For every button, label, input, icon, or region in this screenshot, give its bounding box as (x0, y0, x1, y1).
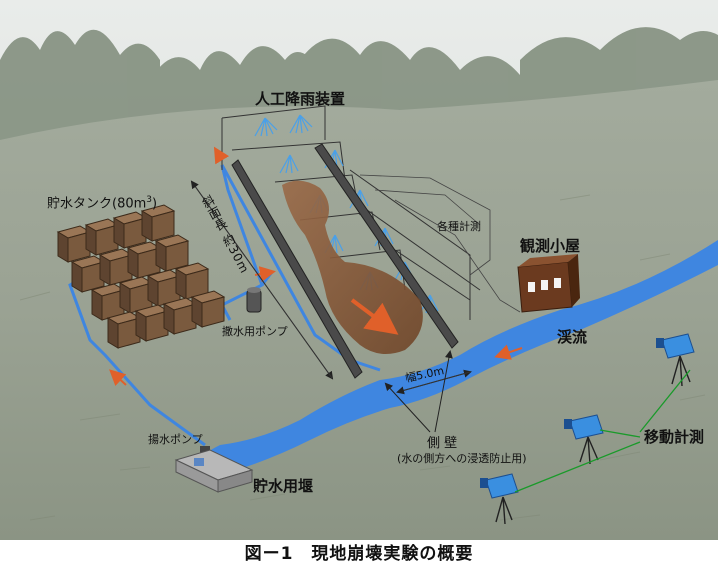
label-water-tank: 貯水タンク(80m3) (47, 195, 158, 212)
crate-face (151, 210, 175, 242)
crate-face (165, 240, 189, 272)
label-water-tank-sup: 3 (146, 195, 153, 205)
flow-arrows (109, 146, 523, 387)
camera-2 (564, 414, 604, 465)
sprinkler-pump (246, 287, 262, 313)
label-side-wall: 側 壁 (427, 436, 458, 451)
crate-face (117, 317, 141, 349)
label-intake-pump: 揚水ポンプ (148, 433, 203, 446)
water-tank-crates (56, 204, 226, 349)
observation-hut (517, 254, 580, 313)
pipe-to-slope (220, 164, 381, 372)
crate-face (67, 231, 91, 263)
label-side-wall-note: (水の側方への浸透防止用) (397, 452, 527, 465)
ground-texture (19, 194, 706, 521)
crate-face (173, 303, 197, 335)
crate-face (145, 310, 169, 342)
label-storage-weir: 貯水用堰 (253, 477, 314, 495)
label-water-tank-text: 貯水タンク(80m (47, 196, 147, 212)
side-wall-left (231, 159, 363, 379)
crate-face (81, 261, 105, 293)
label-mobile-measurement: 移動計測 (644, 428, 705, 446)
landslide-flow-arrow (350, 298, 399, 335)
side-wall-pointers (384, 350, 453, 433)
label-sensors: 各種計測 (437, 220, 481, 233)
label-water-tank-close: ) (152, 196, 158, 212)
label-rainfall-apparatus: 人工降雨装置 (255, 90, 346, 108)
storage-weir (174, 449, 254, 493)
figure-caption: 図ー1 現地崩壊実験の概要 (244, 544, 474, 564)
crate-face (123, 217, 147, 249)
crate-face (201, 296, 225, 328)
side-wall-right (314, 143, 459, 349)
landslide-experiment-diagram (0, 0, 718, 540)
label-stream: 渓流 (557, 328, 588, 346)
mobile-measurement-pointers (514, 369, 691, 493)
crate-face (95, 224, 119, 256)
label-sprinkler-pump: 撒水用ポンプ (222, 325, 288, 338)
camera-3 (480, 473, 519, 525)
stream (197, 240, 718, 472)
crate-face (109, 254, 133, 286)
label-observation-hut: 観測小屋 (520, 237, 581, 255)
crate-face (137, 247, 161, 279)
camera-1 (656, 333, 695, 387)
sensor-cables (359, 174, 521, 313)
